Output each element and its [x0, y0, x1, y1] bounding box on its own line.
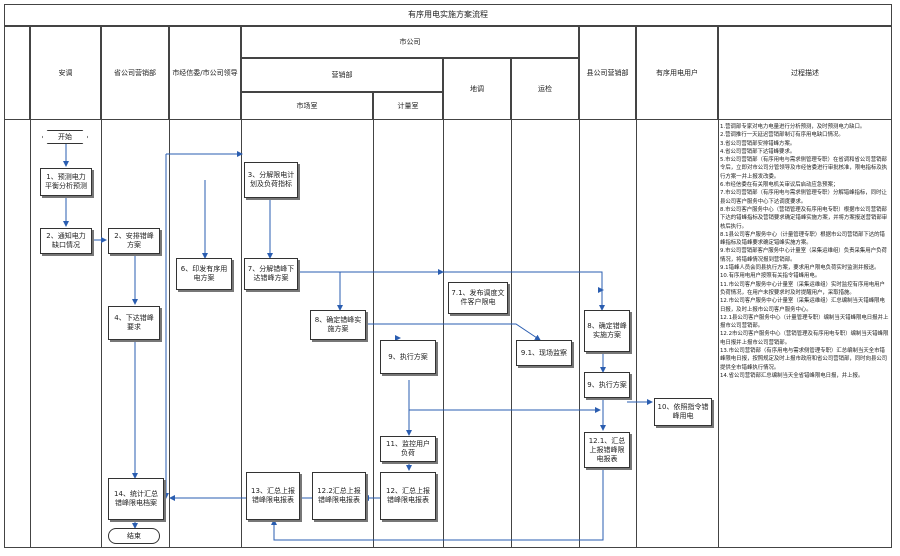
desc-line: 4.省公司营销部下达错峰要求。: [720, 148, 796, 155]
lane-divider: [579, 120, 580, 548]
desc-line: 3.省公司营销部安排错峰方案。: [720, 140, 796, 147]
lane-divider: [169, 120, 170, 548]
header-desc: 过程描述: [718, 26, 892, 120]
lane-divider: [718, 120, 719, 548]
desc-line: 11.市公司客户服务中心计量室（采集运维组）实时监控有序用电用户负荷情况，在用户…: [720, 281, 885, 296]
diagram-title: 有序用电实施方案流程: [4, 4, 892, 26]
desc-line: 7.市公司营销部（有序用电与需求侧管理专职）分解错峰指标，同时让县公司客户服务中…: [720, 190, 887, 205]
desc-line: 5.市公司营销部（有序用电与需求侧管理专职）在省调和省公司营销部令后，立即对市公…: [720, 157, 888, 180]
node-2: 2、通知电力缺口情况: [40, 228, 92, 254]
process-description: 1.营调部专家对电力电量进行分析预测，及时预测电力缺口。 2.营调推行一天延迟营…: [720, 123, 890, 545]
header-blank: [4, 26, 30, 120]
node-12-2: 12.2汇总上报错峰限电报表: [312, 472, 366, 520]
desc-line: 2.营调推行一天延迟营销部制订有序用电缺口情况。: [720, 132, 844, 139]
node-9b: 9、执行方案: [584, 372, 630, 398]
desc-line: 9.市公司营销部客户服务中心计量室（采集运维组）负责采集用户负荷情况，将错峰情况…: [720, 248, 887, 263]
header-city: 市公司: [241, 26, 579, 58]
header-marketing: 营销部: [241, 58, 443, 92]
node-8b: 8、确定错峰实施方案: [584, 310, 630, 352]
desc-line: 10.有序用电用户按照有关指令错峰用电。: [720, 273, 821, 280]
desc-line: 1.营调部专家对电力电量进行分析预测，及时预测电力缺口。: [720, 124, 866, 130]
lane-divider: [241, 120, 242, 548]
node-11: 11、监控用户负荷: [380, 436, 436, 462]
node-1: 1、预测电力平衡分析预测: [40, 168, 92, 196]
desc-line: 13.市公司营销部（有序用电与需求侧管理专职）汇总编制当天全市错峰限电日报，按照…: [720, 348, 888, 371]
node-3: 3、分解限电计划及负荷指标: [244, 162, 298, 198]
start-node: 开始: [42, 130, 88, 144]
desc-line: 8.市公司客户服务中心（营销管理及有序用电专职）根据市公司营销部下达的错峰指标及…: [720, 206, 888, 230]
desc-line: 12.市公司客户服务中心计量室（采集运维组）汇总编制当天错峰限电日报，及时上报市…: [720, 298, 885, 313]
header-yunjian: 运检: [511, 58, 579, 120]
diagram-frame: [4, 4, 892, 548]
lane-divider: [30, 120, 31, 548]
desc-line: 12.2市公司客户服务中心（营销管理及有序用电专职）编制当天错峰限电日报并上报市…: [720, 331, 889, 346]
node-12: 12、汇总上报错峰限电报表: [380, 472, 436, 520]
desc-line: 14.省公司营销部汇总编制当天全省错峰限电日报，并上报。: [720, 372, 864, 379]
header-col-3: 市经信委/市公司领导: [169, 26, 241, 120]
desc-line: 8.1县公司客户服务中心（计量管理专职）根据市公司营销部下达的错峰指标及错峰要求…: [720, 231, 885, 247]
lane-divider: [636, 120, 637, 548]
node-9-1: 9.1、现场监察: [516, 340, 572, 366]
node-4: 4、下达错峰要求: [108, 306, 160, 340]
header-col-1: 安调: [30, 26, 101, 120]
node-12-1: 12.1、汇总上报错峰限电报表: [584, 432, 630, 468]
lane-divider: [511, 120, 512, 548]
lane-divider: [101, 120, 102, 548]
node-8: 8、确定错峰实施方案: [310, 310, 366, 340]
header-diaodu: 地调: [443, 58, 511, 120]
header-county: 县公司营销部: [579, 26, 636, 120]
node-14: 14、统计汇总错峰限电档案: [108, 478, 164, 520]
node-13: 13、汇总上报错峰限电报表: [246, 472, 300, 520]
lane-divider: [373, 120, 374, 548]
node-9: 9、执行方案: [380, 340, 436, 374]
header-market-room: 市场室: [241, 92, 373, 120]
desc-line: 6.市经信委在有关限电机关审议后启动应急预案；: [720, 182, 839, 189]
end-node: 结束: [108, 528, 160, 544]
lane-divider: [443, 120, 444, 548]
header-col-2: 省公司营销部: [101, 26, 169, 120]
node-10: 10、依照指令错峰用电: [654, 398, 712, 426]
node-2b: 2、安排错峰方案: [108, 228, 160, 254]
node-6: 6、印发有序用电方案: [176, 258, 232, 290]
desc-line: 12.1县公司客户服务中心（计量管理专职）编制当天错峰限电日报并上报市公司营销部…: [720, 314, 889, 330]
node-7: 7、分解错峰下达错峰方案: [244, 258, 298, 290]
node-7-1: 7.1、发布调度文件客户限电: [448, 282, 508, 314]
desc-line: 9.1错峰人员会同县执行方案，要求用户限电负荷实时监测并报送。: [720, 265, 880, 272]
header-users: 有序用电用户: [636, 26, 718, 120]
header-metering-room: 计量室: [373, 92, 443, 120]
